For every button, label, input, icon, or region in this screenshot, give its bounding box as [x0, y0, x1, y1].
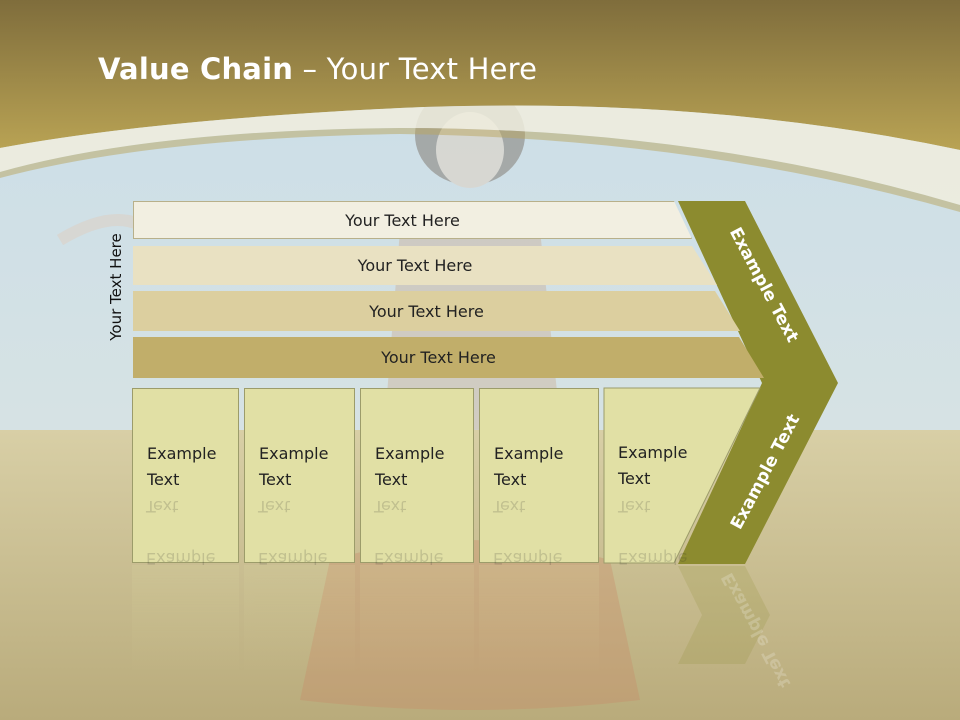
- box-5-shape: [603, 387, 761, 564]
- side-label: Your Text Here: [107, 233, 125, 341]
- page-title: Value Chain – Your Text Here: [98, 52, 538, 86]
- bar-4: Your Text Here: [133, 337, 764, 378]
- value-chain-chevron: [678, 201, 838, 564]
- bar-1: Your Text Here: [133, 201, 692, 239]
- bar-2: Your Text Here: [133, 246, 717, 285]
- bar-3: Your Text Here: [133, 291, 740, 331]
